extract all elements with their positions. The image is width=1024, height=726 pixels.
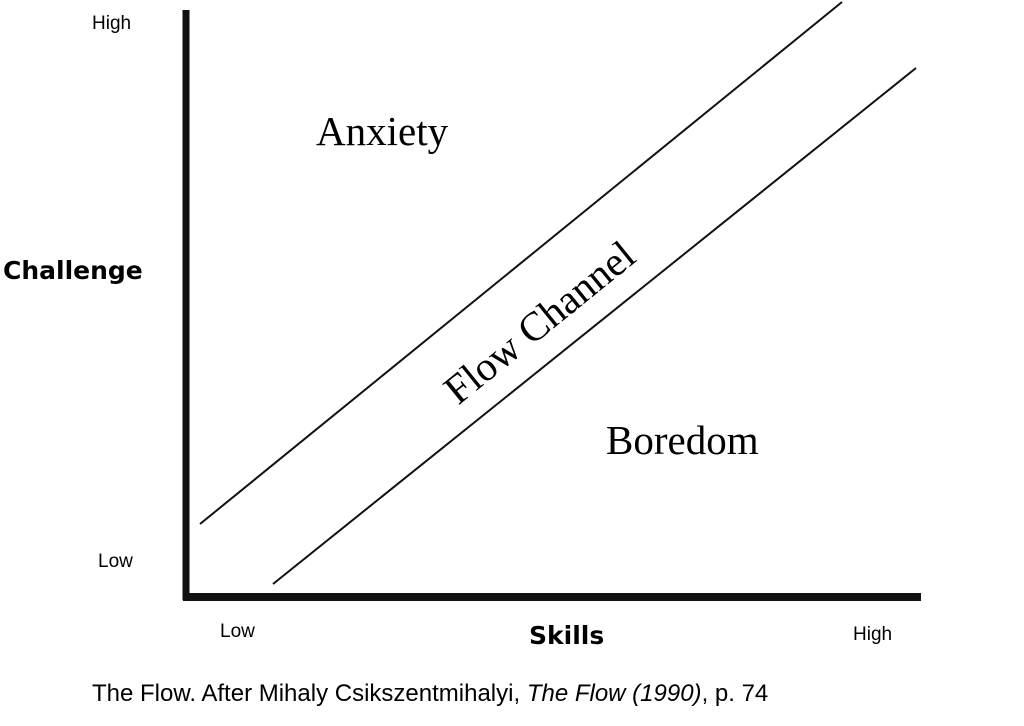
flow-upper-boundary bbox=[199, 1, 843, 525]
x-low-label: Low bbox=[220, 621, 255, 642]
y-axis-title: Challenge bbox=[3, 256, 143, 285]
anxiety-label: Anxiety bbox=[316, 108, 449, 154]
x-axis-title: Skills bbox=[529, 621, 604, 650]
caption-prefix: The Flow. After Mihaly Csikszentmihalyi, bbox=[92, 680, 527, 707]
caption-suffix: , p. 74 bbox=[702, 680, 769, 707]
flow-lower-boundary bbox=[272, 67, 917, 585]
caption: The Flow. After Mihaly Csikszentmihalyi,… bbox=[92, 680, 768, 707]
x-high-label: High bbox=[853, 624, 892, 645]
caption-title: The Flow (1990) bbox=[527, 680, 702, 707]
y-low-label: Low bbox=[98, 551, 133, 572]
y-high-label: High bbox=[92, 13, 131, 34]
boredom-label: Boredom bbox=[606, 417, 759, 463]
flow-channel-label: Flow Channel bbox=[435, 232, 644, 413]
